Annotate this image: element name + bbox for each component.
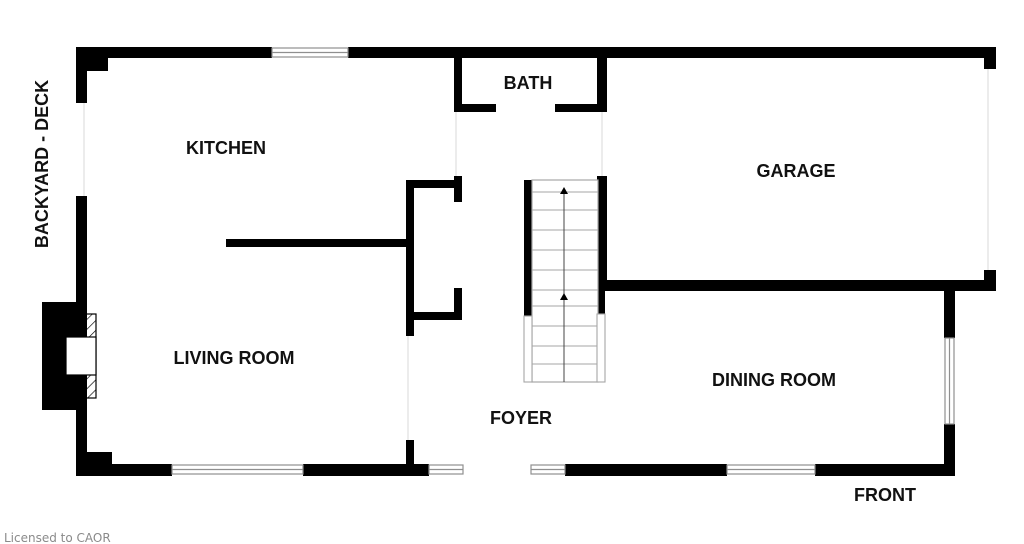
wall-bath-right (597, 58, 607, 112)
wall-living-stub (406, 440, 414, 470)
wall-bath-left (454, 58, 462, 112)
wall-garage-bottom (596, 280, 996, 291)
wall-bath-bottom-left (454, 104, 496, 112)
wall-garage-right-top (984, 47, 996, 69)
wall-closet-right-bottom (454, 288, 462, 320)
openings (83, 69, 989, 440)
wall-left-upper (76, 47, 87, 103)
wall-bottom-right-a (565, 464, 727, 476)
wall-closet-bottom (406, 312, 462, 320)
wall-closet-right-top (454, 176, 462, 202)
window-bottom-dining (726, 464, 816, 475)
interior-walls (226, 58, 607, 470)
wall-closet-top (406, 180, 462, 188)
wall-divider (226, 239, 410, 247)
staircase (523, 179, 606, 383)
side-label-front: FRONT (854, 485, 916, 505)
wall-bottom-right-b (815, 464, 955, 476)
window-bottom-foyer-left (428, 464, 464, 475)
wall-closet-left (406, 180, 414, 336)
wall-dining-right-b (944, 424, 955, 476)
window-bottom-living (171, 464, 304, 475)
wall-bath-bottom-right (555, 104, 607, 112)
windows (171, 47, 955, 475)
fireplace-icon (42, 302, 97, 410)
wall-bottom-left-a (76, 464, 172, 476)
wall-bottom-left-b (303, 464, 429, 476)
wall-stair-right (597, 176, 605, 314)
wall-top-left (76, 47, 272, 58)
room-label-bath: BATH (504, 73, 553, 93)
room-label-garage: GARAGE (756, 161, 835, 181)
room-label-foyer: FOYER (490, 408, 552, 428)
window-bottom-foyer-right (530, 464, 566, 475)
wall-stair-left (524, 180, 532, 316)
wall-top-right (348, 47, 996, 58)
window-right-dining (944, 337, 955, 425)
license-watermark: Licensed to CAOR (4, 531, 111, 544)
arrow-up-icon (560, 187, 568, 194)
arrow-up-icon (560, 293, 568, 300)
window-top-kitchen (271, 47, 349, 58)
room-label-dining-room: DINING ROOM (712, 370, 836, 390)
room-label-living-room: LIVING ROOM (174, 348, 295, 368)
wall-dining-right-a (944, 280, 955, 338)
side-label-backyard-deck: BACKYARD - DECK (32, 80, 52, 248)
room-label-kitchen: KITCHEN (186, 138, 266, 158)
